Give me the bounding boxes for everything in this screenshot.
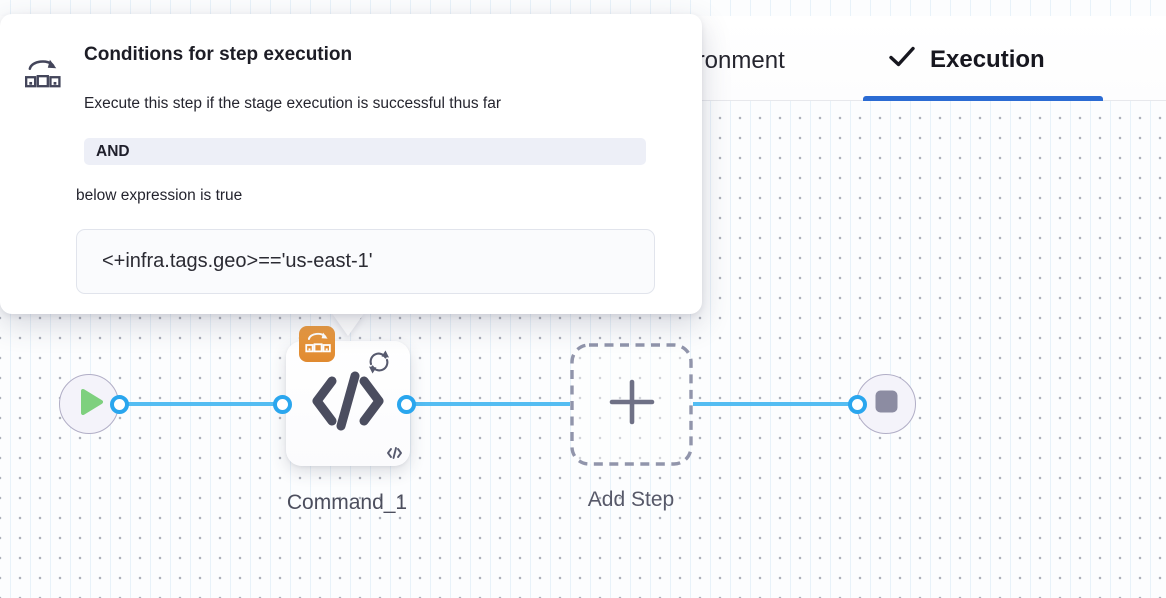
tab-execution[interactable]: Execution [888,45,1045,74]
loop-icon [365,348,393,376]
popover-description: Execute this step if the stage execution… [84,95,501,112]
edge-start-to-step [119,402,282,406]
stop-icon [875,390,898,418]
port-step-in[interactable] [272,394,292,414]
port-step-out[interactable] [396,394,416,414]
code-icon [308,369,388,438]
step-node-command[interactable] [286,341,410,466]
plus-icon [609,379,655,430]
conditional-execution-icon [23,55,61,96]
conditional-execution-icon [304,329,331,360]
expression-value: <+infra.tags.geo>=='us-east-1' [76,229,655,294]
pipeline-start-node [59,374,119,434]
operator-chip: AND [84,138,646,165]
checkmark-icon [888,45,916,74]
play-icon [81,388,103,420]
popover-title: Conditions for step execution [84,44,353,65]
step-label: Command_1 [286,491,408,514]
expression-intro: below expression is true [76,187,243,204]
edge-step-to-addstep [406,402,570,406]
popover-caret [331,312,365,336]
active-tab-indicator [863,96,1103,101]
conditions-popover: Conditions for step execution Execute th… [0,14,702,314]
add-step-node[interactable] [570,343,693,466]
add-step-label: Add Step [587,488,675,511]
port-end-in[interactable] [847,394,867,414]
conditional-execution-badge[interactable] [299,326,335,362]
port-start-out[interactable] [109,394,129,414]
command-icon [386,446,403,460]
tab-execution-label: Execution [930,45,1045,73]
edge-addstep-to-end [693,402,857,406]
